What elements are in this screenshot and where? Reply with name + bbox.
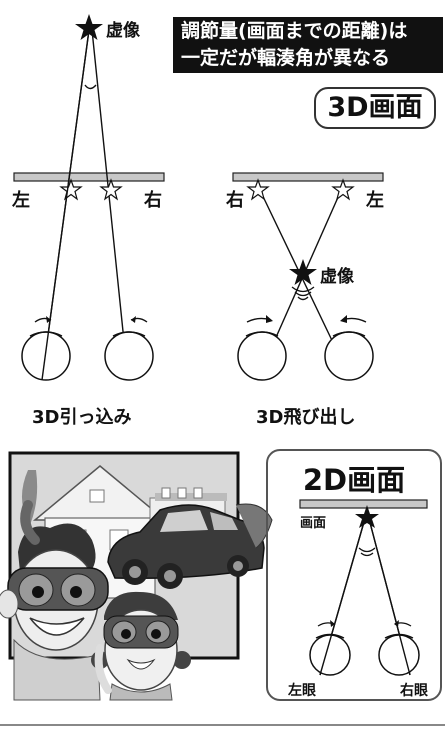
popout-right-label: 右: [226, 190, 244, 211]
caption-recessed: 3D引っ込み: [32, 407, 132, 428]
explanation-callout: 調節量(画面までの距離)は 一定だが輻湊角が異なる: [173, 17, 443, 73]
recessed-diagram: [13, 14, 165, 381]
left-eye-icon: [237, 315, 287, 381]
right-eye-icon: [104, 316, 154, 381]
badge-3d-screen: 3D画面: [314, 87, 436, 129]
screen-bar-2d: [299, 499, 428, 509]
left-eye-label: 左眼: [288, 683, 316, 699]
popout-virtual-image-label: 虚像: [320, 267, 354, 287]
callout-line-1: 調節量(画面までの距離)は: [181, 20, 408, 42]
screen-star-icon: [355, 505, 379, 528]
outline-star-icon: [99, 178, 123, 201]
flat-2d-diagram: [299, 499, 428, 676]
screen-bar-right: [232, 172, 384, 182]
recessed-left-label: 左: [12, 190, 30, 211]
screen-label: 画面: [300, 516, 327, 531]
outline-star-icon: [59, 178, 83, 201]
illustration-3d-viewers: [0, 451, 273, 701]
popout-left-label: 左: [366, 190, 384, 211]
screen-bar-left: [13, 172, 165, 182]
popout-diagram: [232, 172, 384, 381]
virtual-image-label-top: 虚像: [106, 21, 140, 41]
right-eye-icon: [324, 315, 374, 381]
caption-popout: 3D飛び出し: [256, 407, 356, 428]
outline-star-icon: [246, 178, 270, 201]
callout-line-2: 一定だが輻湊角が異なる: [181, 47, 391, 69]
virtual-star-icon: [75, 14, 103, 40]
left-eye-icon: [309, 620, 351, 676]
bottom-divider: [0, 724, 445, 726]
panel-2d-screen: 2D画面: [266, 449, 442, 701]
panel-2d-title: 2D画面: [302, 463, 406, 497]
recessed-right-label: 右: [144, 190, 162, 211]
right-eye-label: 右眼: [400, 683, 428, 699]
virtual-star-icon: [289, 259, 317, 285]
outline-star-icon: [331, 178, 355, 201]
